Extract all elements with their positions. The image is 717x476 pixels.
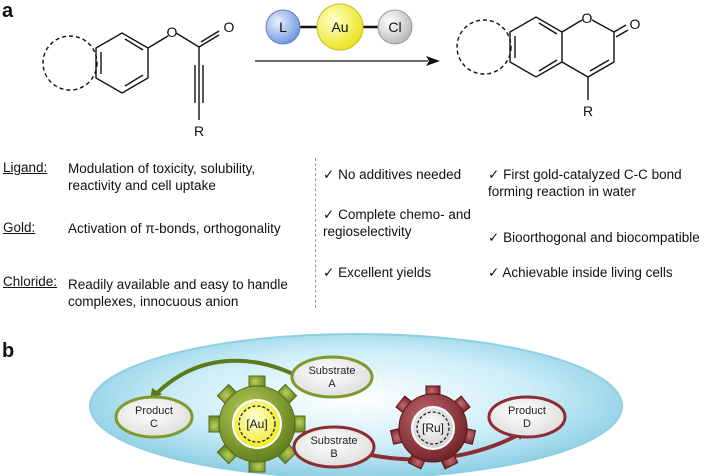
product-c-pill [114,395,194,439]
au-gear [208,375,306,473]
phenyl-ring [95,32,149,94]
gold-heading: Gold: [3,220,36,235]
reaction-scheme: O O R L Au Cl O O R [42,3,641,139]
ru-gear-label: [Ru] [422,421,444,435]
chloride-label: Cl [388,19,401,35]
fused-ring-placeholder [42,35,98,91]
product-structure [456,16,629,100]
ester-oxygen-label: O [167,24,178,40]
catalyst-ball-model [265,3,413,51]
check-icon: ✓ [323,265,335,280]
feature-text: Complete chemo- and regioselectivity [323,207,471,239]
au-reaction-arrow [153,358,306,397]
feature-text: No additives needed [338,167,462,182]
substrate-b-line1: Substrate [310,435,357,447]
product-r-label: R [583,103,593,119]
product-d-pill [487,395,567,439]
feature-item: ✓ Bioorthogonal and biocompatible [488,229,713,246]
feature-text: Achievable inside living cells [502,265,673,280]
product-d-line2: D [523,418,531,430]
feature-text: Excellent yields [338,265,432,280]
substrate-a-line1: Substrate [308,365,355,377]
product-d-line1: Product [508,405,546,417]
ligand-ball [265,9,301,45]
chloride-description: Readily available and easy to handle com… [68,277,288,309]
check-icon: ✓ [488,167,500,182]
carbonyl-oxygen-label: O [224,19,235,35]
benzo-ring [509,16,563,78]
substrate-b-pill [292,425,376,469]
lactone-oxygen-label: O [630,16,641,32]
panel-a-letter: a [2,0,14,22]
product-c-line2: C [150,418,158,430]
feature-text: First gold-catalyzed C-C bond forming re… [488,167,682,199]
check-icon: ✓ [323,167,335,182]
feature-item: ✓ Excellent yields [323,264,483,281]
check-icon: ✓ [488,230,500,245]
ligand-label: L [279,19,287,35]
ru-gear [389,385,477,470]
ring-oxygen-label: O [582,10,593,26]
chloride-ball [377,9,413,45]
substrate-a-pill [290,355,374,399]
divider-line [315,158,316,308]
ligand-heading: Ligand: [3,160,48,175]
au-gear-label: [Au] [246,417,267,431]
reactant-structure [42,30,220,120]
feature-text: Bioorthogonal and biocompatible [503,230,700,245]
product-c-line1: Product [135,405,173,417]
product-fused-ring-placeholder [456,19,512,75]
gold-label: Au [331,19,348,35]
substrate-b-line2: B [330,448,337,460]
feature-item: ✓ Complete chemo- and regioselectivity [323,206,483,240]
gold-description: Activation of π-bonds, orthogonality [68,221,281,236]
feature-item: ✓ Achievable inside living cells [488,264,713,281]
chloride-heading: Chloride: [3,274,58,289]
gold-ball [316,3,364,51]
check-icon: ✓ [323,207,335,222]
substrate-a-line2: A [328,378,336,390]
bioorthogonal-scheme: [Au] [Ru] Substrate A Product C Substrat… [89,333,623,476]
ligand-description: Modulation of toxicity, solubility, reac… [68,161,256,193]
reactant-r-label: R [194,123,204,139]
panel-b-letter: b [2,340,15,362]
check-icon: ✓ [488,265,500,280]
feature-item: ✓ First gold-catalyzed C-C bond forming … [488,166,713,200]
reaction-arrow [255,56,440,66]
feature-item: ✓ No additives needed [323,166,483,183]
